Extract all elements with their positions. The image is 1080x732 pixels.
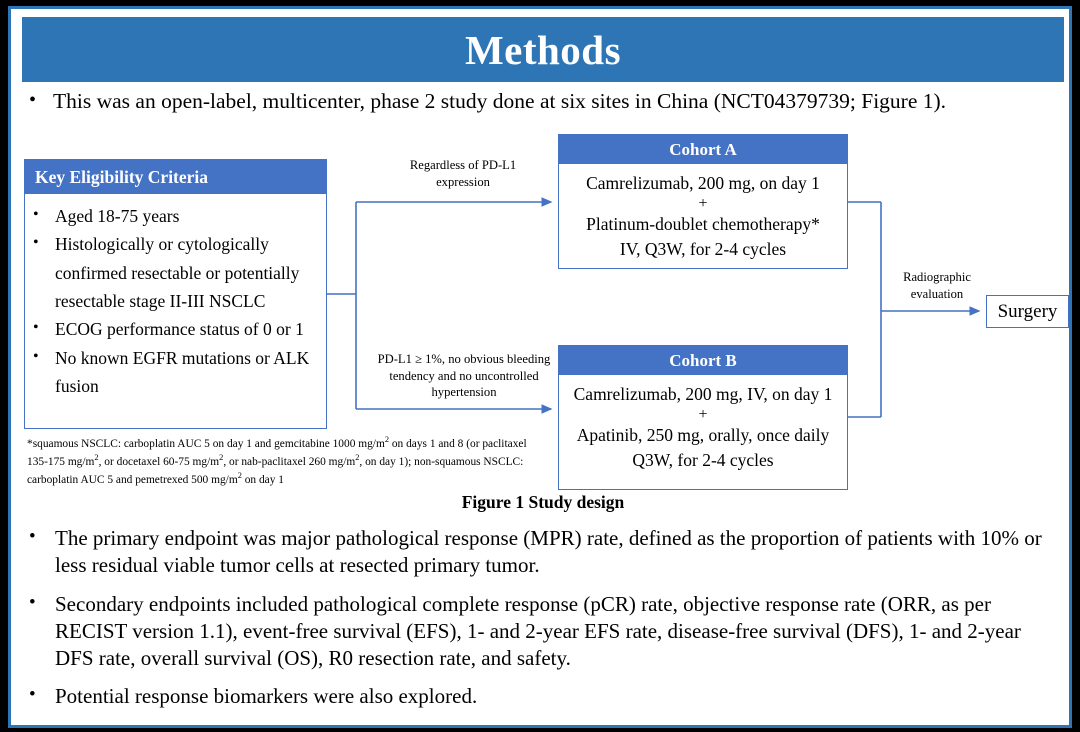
eligibility-header: Key Eligibility Criteria: [25, 160, 326, 194]
list-item: • ECOG performance status of 0 or 1: [33, 315, 320, 343]
list-item: • Secondary endpoints included pathologi…: [29, 591, 1061, 673]
footnote-part: , or docetaxel 60-75 mg/m: [98, 455, 220, 468]
diagram-connectors: [327, 197, 981, 418]
eligibility-item-text: ECOG performance status of 0 or 1: [55, 319, 304, 340]
slide-title-bar: Methods: [22, 17, 1064, 82]
intro-bullet-text: This was an open-label, multicenter, pha…: [53, 89, 947, 113]
footnote-superscript: 2: [94, 452, 99, 462]
eligibility-item-text: Aged 18-75 years: [55, 206, 180, 226]
endpoint-bullet-text: Potential response biomarkers were also …: [55, 684, 478, 709]
footnote-part: on days 1 and 8 (or paclitaxel 135-175 m…: [27, 437, 527, 468]
cohort-a-line-3: IV, Q3W, for 2-4 cycles: [619, 238, 787, 259]
figure-caption: Figure 1 Study design: [461, 492, 625, 512]
list-item: • Aged 18-75 years: [33, 202, 320, 230]
cohort-b-body: Camrelizumab, 200 mg, IV, on day 1 + Apa…: [559, 375, 847, 479]
footnote-part: , on day 1); non-squamous NSCLC: carbopl…: [27, 455, 524, 486]
list-item: • Histologically or cytologically confir…: [33, 230, 320, 315]
footnote-superscript: 2: [237, 470, 242, 480]
cohort-a-plus: +: [698, 194, 708, 212]
footnote-superscript: 2: [355, 452, 360, 462]
list-item: • No known EGFR mutations or ALK fusion: [33, 344, 320, 401]
study-design-diagram: Key Eligibility Criteria • Aged 18-75 ye…: [11, 119, 1075, 514]
cohort-a-line-1: Camrelizumab, 200 mg, on day 1: [586, 173, 820, 193]
bullet-marker: •: [33, 206, 39, 223]
list-item: • The primary endpoint was major patholo…: [29, 525, 1061, 580]
list-item: • Potential response biomarkers were als…: [29, 683, 1061, 710]
footnote-part: *squamous NSCLC: carboplatin AUC 5 on da…: [27, 437, 385, 450]
eligibility-criteria-box: Key Eligibility Criteria • Aged 18-75 ye…: [24, 159, 327, 429]
cohort-a-body: Camrelizumab, 200 mg, on day 1 + Platinu…: [559, 164, 847, 268]
annotation-cohort-b: PD-L1 ≥ 1%, no obvious bleeding tendency…: [377, 352, 551, 400]
surgery-label: Surgery: [997, 300, 1058, 322]
footnote-superscript: 2: [384, 435, 390, 444]
endpoint-bullet-text: Secondary endpoints included pathologica…: [55, 591, 1021, 671]
bullet-marker: •: [29, 89, 37, 111]
intro-bullet: • This was an open-label, multicenter, p…: [29, 87, 1059, 116]
eligibility-item-text: Histologically or cytologically confirme…: [55, 234, 300, 312]
footnote-part: , or nab-paclitaxel 260 mg/m: [223, 455, 356, 468]
page-title: Methods: [464, 26, 622, 73]
bullet-marker: •: [33, 319, 39, 337]
cohort-b-line-3: Q3W, for 2-4 cycles: [632, 449, 774, 470]
chemotherapy-footnote: *squamous NSCLC: carboplatin AUC 5 on da…: [27, 434, 547, 488]
eligibility-list: • Aged 18-75 years • Histologically or c…: [25, 194, 326, 404]
bullet-marker: •: [29, 591, 36, 613]
cohort-b-plus: +: [698, 405, 708, 423]
footnote-superscript: 2: [219, 452, 224, 462]
endpoint-bullet-text: The primary endpoint was major pathologi…: [55, 526, 1042, 578]
slide-frame: Methods • This was an open-label, multic…: [8, 6, 1072, 728]
endpoints-bullet-list: • The primary endpoint was major patholo…: [29, 525, 1061, 722]
footnote-part: on day 1: [241, 473, 284, 486]
cohort-a-header: Cohort A: [559, 135, 847, 164]
cohort-b-box: Cohort B Camrelizumab, 200 mg, IV, on da…: [558, 345, 848, 490]
cohort-a-line-2: Platinum-doublet chemotherapy*: [586, 213, 820, 234]
cohort-b-line-1: Camrelizumab, 200 mg, IV, on day 1: [573, 384, 833, 404]
surgery-box: Surgery: [986, 295, 1069, 328]
annotation-cohort-a: Regardless of PD-L1 expression: [409, 158, 517, 189]
bullet-marker: •: [29, 684, 36, 706]
bullet-marker: •: [33, 234, 39, 252]
cohort-b-header: Cohort B: [559, 346, 847, 375]
bullet-marker: •: [29, 526, 36, 547]
annotation-radiographic-evaluation: Radiographic evaluation: [903, 270, 971, 301]
bullet-marker: •: [33, 347, 39, 365]
eligibility-item-text: No known EGFR mutations or ALK fusion: [55, 347, 310, 397]
cohort-b-line-2: Apatinib, 250 mg, orally, once daily: [576, 424, 830, 445]
cohort-a-box: Cohort A Camrelizumab, 200 mg, on day 1 …: [558, 134, 848, 269]
